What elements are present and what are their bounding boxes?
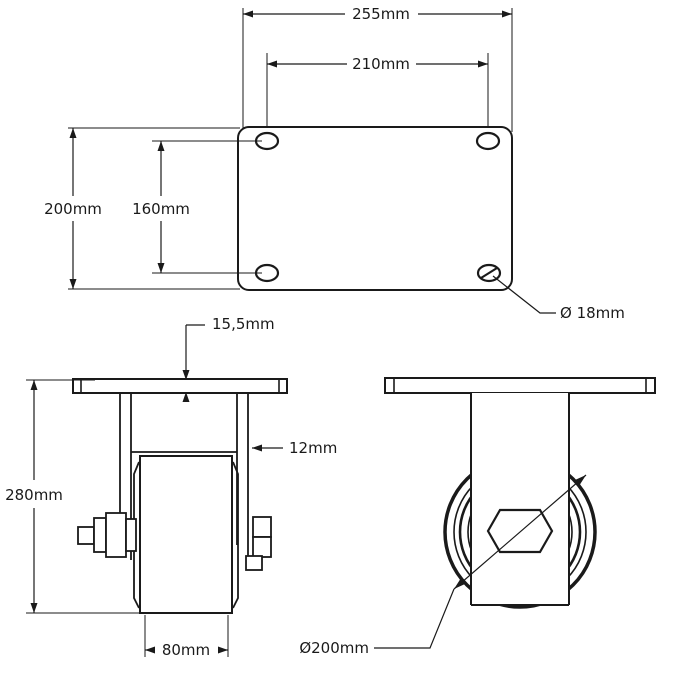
dimension-200mm: [69, 128, 77, 289]
leader-hole-diameter: [492, 275, 556, 314]
axle-bolt-left: [77, 512, 137, 558]
side-view: Ø200mm: [299, 377, 656, 657]
dim-label-wheel-width: 80mm: [162, 641, 210, 659]
leader-wheel-diameter: [374, 588, 455, 649]
extension-lines-280: [26, 379, 140, 614]
arrow-plate-thickness-top: [182, 370, 190, 380]
front-view-wheel: [139, 455, 233, 614]
dim-label-fork-thickness: 12mm: [289, 439, 337, 457]
dim-label-hole-spacing-length: 210mm: [352, 55, 410, 73]
front-view-top-plate: [72, 378, 288, 394]
dimension-160mm: [157, 141, 165, 273]
diameter-line-wheel: [453, 474, 587, 590]
dim-label-hole-diameter: Ø 18mm: [560, 304, 625, 322]
extension-lines-210: [266, 53, 489, 135]
front-view: 15,5mm: [5, 315, 337, 659]
dimension-280mm: [30, 380, 38, 613]
extension-lines-255: [242, 8, 513, 132]
arrow-diameter-upper: [575, 475, 586, 486]
dim-label-plate-length: 255mm: [352, 5, 410, 23]
mounting-hole-top-right: [475, 131, 501, 151]
dim-label-wheel-diameter: Ø200mm: [299, 639, 369, 657]
dim-label-overall-height: 280mm: [5, 486, 63, 504]
dimension-255mm: [243, 10, 512, 18]
fork-body-mask: [471, 393, 569, 605]
dimension-80mm: [145, 646, 228, 654]
top-view-plate: [237, 126, 513, 291]
side-view-top-plate: [384, 377, 656, 394]
arrow-plate-thickness-bottom: [182, 392, 190, 402]
dim-label-hole-spacing-width: 160mm: [132, 200, 190, 218]
hex-hub-nut: [486, 508, 554, 554]
side-fork-legs: [470, 393, 570, 606]
axle-bolt-right: [245, 516, 272, 571]
hole-leader-origin: [480, 267, 498, 279]
arrow-diameter-lower: [454, 578, 465, 589]
dimension-12mm: [252, 444, 283, 452]
top-view: 255mm 210mm: [44, 5, 625, 322]
dim-label-plate-thickness: 15,5mm: [212, 315, 275, 333]
extension-lines-200: [68, 127, 240, 290]
dimension-210mm: [267, 60, 488, 68]
dim-label-plate-width: 200mm: [44, 200, 102, 218]
extension-lines-160: [152, 140, 262, 274]
